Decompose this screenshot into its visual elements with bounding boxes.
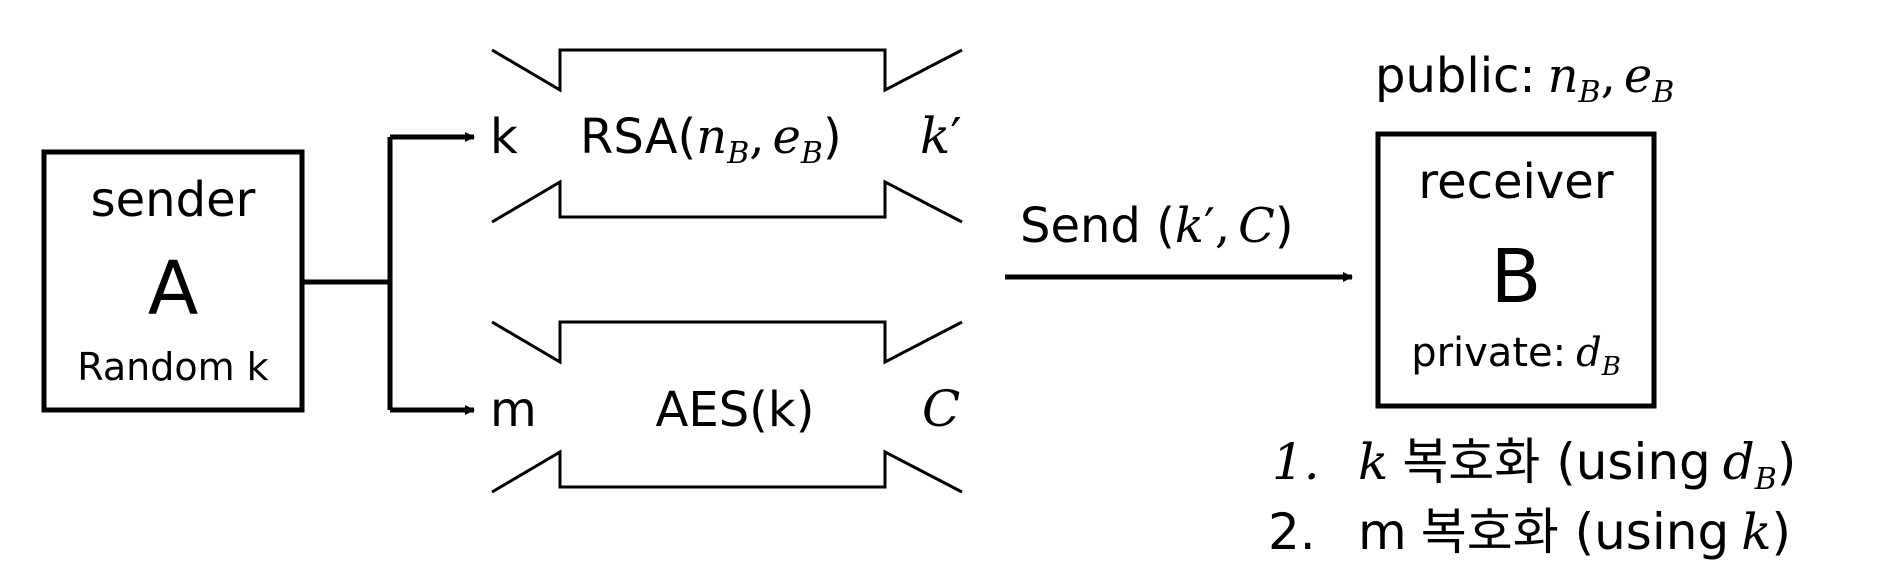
step-1-key-subscript: B (1754, 462, 1777, 497)
aes-output-label: C (922, 380, 960, 438)
rsa-comma: , (749, 109, 764, 165)
rsa-e-symbol: e (773, 109, 801, 165)
private-label: private: (1411, 330, 1566, 376)
sender-node: sender A Random k (41, 149, 305, 413)
step-1-number: 1. (1272, 433, 1320, 491)
sender-role-label: sender (91, 172, 256, 228)
step-1-close: ) (1777, 433, 1797, 491)
public-n-symbol: n (1548, 48, 1579, 104)
aes-input-label: m (490, 382, 537, 438)
rsa-function-label: RSA(nB,eB) (580, 109, 842, 171)
step-2-close: ) (1772, 503, 1792, 561)
send-c-symbol: C (1238, 198, 1275, 254)
private-d-symbol: d (1576, 330, 1602, 376)
rsa-output-label: k′ (920, 107, 962, 165)
step-2-key-symbol: k (1741, 503, 1771, 561)
aes-channel: m AES(k) C (490, 320, 963, 494)
public-e-symbol: e (1624, 48, 1652, 104)
step-2-var: m (1358, 503, 1407, 561)
rsa-top-bracket (491, 48, 963, 93)
step-1-text: 복호화 (using (1402, 433, 1710, 491)
step-2-text: 복호화 (using (1421, 503, 1729, 561)
rsa-channel: k RSA(nB,eB) k′ (490, 48, 963, 224)
rsa-label-suffix: ) (823, 109, 842, 165)
sender-name-label: A (148, 246, 199, 332)
public-n-subscript: B (1578, 75, 1601, 110)
receiver-name-label: B (1491, 234, 1542, 320)
receiver-private-key-label: private:dB (1411, 330, 1621, 382)
private-d-subscript: B (1601, 352, 1621, 382)
receiver-node: public:nB,eB receiver B private:dB (1375, 48, 1674, 409)
aes-function-label: AES(k) (656, 382, 815, 438)
send-comma: , (1215, 198, 1230, 254)
receiver-public-key-label: public:nB,eB (1375, 48, 1674, 110)
sender-note-label: Random k (77, 345, 268, 389)
step-2-number: 2. (1268, 503, 1316, 561)
send-prefix: Send ( (1020, 198, 1175, 254)
step-1-key-symbol: d (1723, 433, 1755, 491)
aes-top-bracket (491, 320, 963, 365)
public-label: public: (1375, 48, 1536, 104)
split-connector (302, 132, 475, 415)
send-label: Send (k′,C) (1020, 198, 1294, 254)
rsa-label-prefix: RSA( (580, 109, 696, 165)
rsa-output-k: k (920, 107, 950, 165)
rsa-bottom-bracket (491, 179, 963, 224)
rsa-output-prime: ′ (950, 107, 961, 165)
rsa-channel-frame (491, 48, 963, 224)
public-comma: , (1601, 48, 1616, 104)
rsa-n-symbol: n (696, 109, 727, 165)
receiver-role-label: receiver (1418, 154, 1613, 210)
send-k-symbol: k (1175, 198, 1204, 254)
step-1-var: k (1358, 433, 1388, 491)
rsa-input-label: k (490, 109, 518, 165)
receiver-box (1375, 131, 1657, 409)
rsa-e-subscript: B (800, 136, 823, 171)
send-link: Send (k′,C) (1005, 198, 1353, 282)
rsa-n-subscript: B (726, 136, 749, 171)
aes-channel-frame (491, 320, 963, 494)
send-suffix: ) (1275, 198, 1294, 254)
aes-bottom-bracket (491, 449, 963, 494)
public-e-subscript: B (1651, 75, 1674, 110)
send-prime: ′ (1204, 198, 1215, 254)
